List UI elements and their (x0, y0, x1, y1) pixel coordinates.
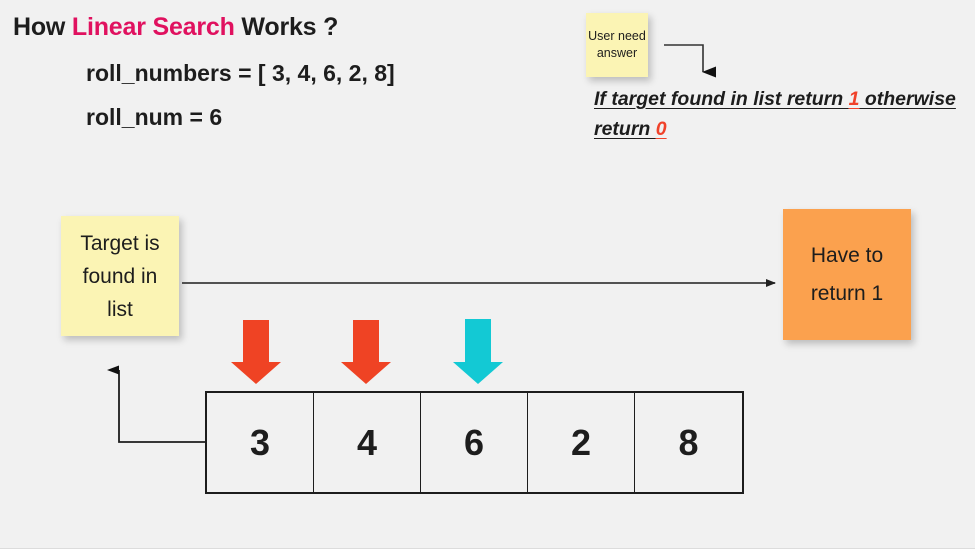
sticky-note-user-need-answer-text: User need answer (588, 29, 646, 60)
title-suffix: Works ? (234, 13, 339, 41)
sticky-note-user-need-answer: User need answer (586, 13, 648, 77)
title-prefix: How (13, 13, 72, 41)
sticky-note-target-found-text: Target is found in list (80, 231, 160, 321)
return-rule-value-true: 1 (848, 88, 860, 110)
return-rule-part1: If target found in list return (594, 88, 849, 110)
array-cell: 3 (207, 393, 314, 492)
pointer-index-0-icon (231, 320, 281, 384)
title-accent: Linear Search (71, 13, 235, 41)
sticky-note-have-to-return: Have to return 1 (783, 209, 911, 340)
array-cell: 6 (421, 393, 528, 492)
array-cell: 2 (528, 393, 635, 492)
array-cell: 8 (678, 421, 699, 463)
pointer-index-2-icon (453, 319, 503, 384)
sticky-note-target-found: Target is found in list (61, 216, 179, 336)
connector-user-need-answer-to-rule (664, 44, 716, 78)
pointer-index-1-icon (341, 320, 391, 384)
array-visualization: 3 4 6 2 8 (205, 391, 744, 494)
connector-array-to-target-found (107, 365, 205, 443)
code-line-roll-num: roll_num = 6 (86, 104, 223, 130)
array-cell: 4 (314, 393, 421, 492)
return-rule-part2: otherwise return (594, 88, 956, 140)
return-rule-value-false: 0 (655, 118, 667, 140)
return-rule-annotation: If target found in list return 1 otherwi… (594, 84, 966, 144)
code-line-roll-numbers: roll_numbers = [ 3, 4, 6, 2, 8] (86, 60, 395, 86)
sticky-note-have-to-return-text: Have to return 1 (810, 243, 884, 305)
page-title: How Linear Search Works ? (13, 13, 338, 42)
